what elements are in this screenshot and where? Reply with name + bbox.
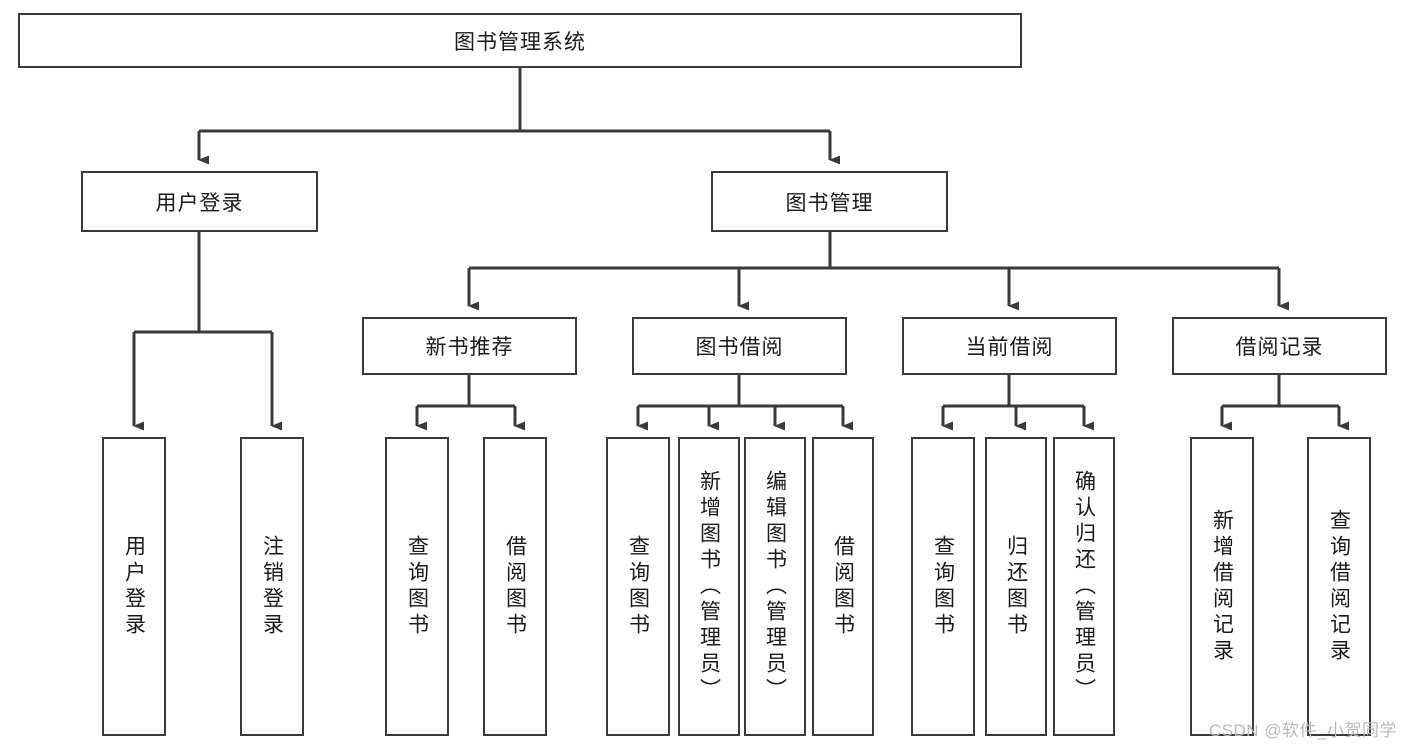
node-leaf-query-book-1[interactable]: 查询图书 xyxy=(385,437,449,736)
node-leaf-add-book-label: 新增图书（管理员） xyxy=(697,469,721,704)
node-leaf-borrow-book-1-label: 借阅图书 xyxy=(503,534,527,639)
node-new-book-recommend-label: 新书推荐 xyxy=(425,336,514,359)
node-leaf-query-book-1-label: 查询图书 xyxy=(405,534,429,639)
node-leaf-edit-book[interactable]: 编辑图书（管理员） xyxy=(744,437,806,736)
node-borrow-record-label: 借阅记录 xyxy=(1235,336,1324,359)
node-leaf-user-logout[interactable]: 注销登录 xyxy=(240,437,304,736)
node-leaf-query-book-3-label: 查询图书 xyxy=(931,534,955,639)
node-user-login[interactable]: 用户登录 xyxy=(81,171,318,232)
node-current-borrow-label: 当前借阅 xyxy=(965,336,1054,359)
node-book-manage-label: 图书管理 xyxy=(785,191,874,215)
node-leaf-borrow-book-1[interactable]: 借阅图书 xyxy=(483,437,547,736)
node-user-login-label: 用户登录 xyxy=(155,191,244,215)
node-book-manage[interactable]: 图书管理 xyxy=(711,171,948,232)
node-leaf-add-record[interactable]: 新增借阅记录 xyxy=(1190,437,1254,736)
node-root-label: 图书管理系统 xyxy=(454,30,586,54)
node-leaf-add-book[interactable]: 新增图书（管理员） xyxy=(678,437,740,736)
node-book-borrow-label: 图书借阅 xyxy=(695,336,784,359)
node-leaf-return-book-label: 归还图书 xyxy=(1004,534,1028,639)
node-leaf-query-record[interactable]: 查询借阅记录 xyxy=(1307,437,1371,736)
node-leaf-add-record-label: 新增借阅记录 xyxy=(1210,508,1234,665)
node-leaf-query-record-label: 查询借阅记录 xyxy=(1327,508,1351,665)
node-leaf-confirm-return[interactable]: 确认归还（管理员） xyxy=(1053,437,1115,736)
node-leaf-query-book-3[interactable]: 查询图书 xyxy=(911,437,975,736)
node-root[interactable]: 图书管理系统 xyxy=(18,13,1022,68)
node-leaf-user-login-label: 用户登录 xyxy=(122,534,146,639)
node-leaf-return-book[interactable]: 归还图书 xyxy=(985,437,1047,736)
node-leaf-edit-book-label: 编辑图书（管理员） xyxy=(763,469,787,704)
node-borrow-record[interactable]: 借阅记录 xyxy=(1172,317,1387,375)
node-leaf-borrow-book-2[interactable]: 借阅图书 xyxy=(812,437,874,736)
node-leaf-confirm-return-label: 确认归还（管理员） xyxy=(1072,469,1096,704)
watermark-text: CSDN @软件_小贺同学 xyxy=(1208,721,1397,740)
node-leaf-query-book-2[interactable]: 查询图书 xyxy=(606,437,670,736)
node-book-borrow[interactable]: 图书借阅 xyxy=(632,317,847,375)
node-leaf-query-book-2-label: 查询图书 xyxy=(626,534,650,639)
node-leaf-borrow-book-2-label: 借阅图书 xyxy=(831,534,855,639)
node-current-borrow[interactable]: 当前借阅 xyxy=(902,317,1117,375)
node-leaf-user-logout-label: 注销登录 xyxy=(260,534,284,639)
node-new-book-recommend[interactable]: 新书推荐 xyxy=(362,317,577,375)
node-leaf-user-login[interactable]: 用户登录 xyxy=(102,437,166,736)
